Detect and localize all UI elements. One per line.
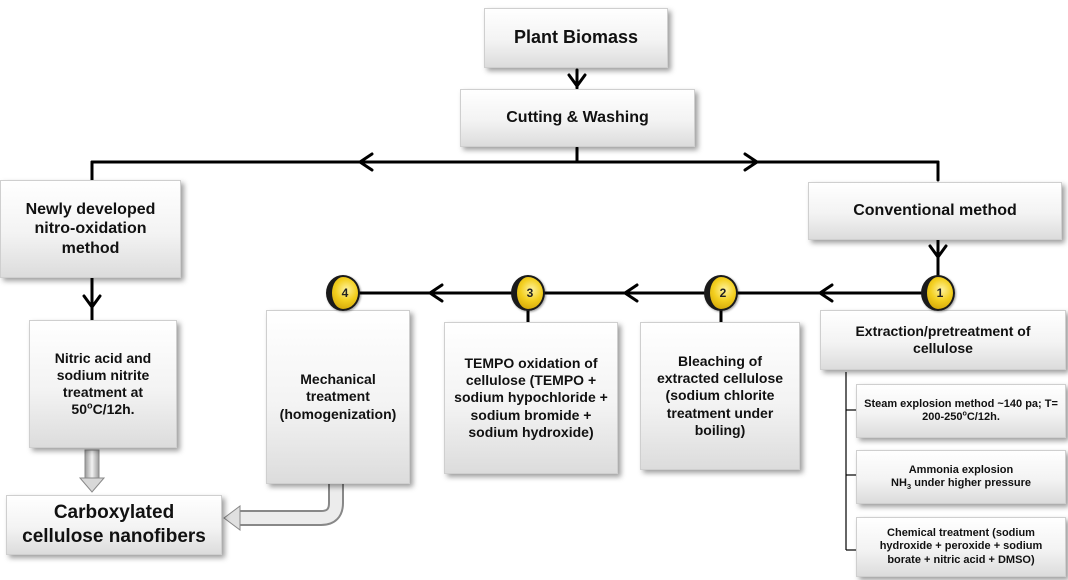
pipe-arrow-nitric-carboxylated xyxy=(78,449,106,493)
step-number: 2 xyxy=(719,286,727,300)
arrowhead-left xyxy=(358,152,374,172)
node-label: Conventional method xyxy=(853,202,1017,220)
node-nitric-acid-treatment: Nitric acid and sodium nitrite treatment… xyxy=(29,320,177,448)
node-label: TEMPO oxidation of cellulose (TEMPO + so… xyxy=(454,355,608,440)
node-plant-biomass: Plant Biomass xyxy=(484,8,668,68)
node-tempo-oxidation: TEMPO oxidation of cellulose (TEMPO + so… xyxy=(444,322,618,474)
arrowhead-right xyxy=(743,152,759,172)
node-label: Extraction/pretreatment of cellulose xyxy=(855,322,1031,356)
node-nitro-oxidation: Newly developed nitro-oxidation method xyxy=(0,180,181,278)
node-label: Steam explosion method ~140 pa; T= 200-2… xyxy=(864,397,1058,423)
node-label: Newly developed nitro-oxidation method xyxy=(25,200,156,257)
node-carboxylated-nanofibers: Carboxylated cellulose nanofibers xyxy=(6,495,222,555)
step-badge-4: 4 xyxy=(326,275,360,311)
node-label: Nitric acid and sodium nitrite treatment… xyxy=(54,349,152,418)
step-badge-3: 3 xyxy=(511,275,545,311)
node-chemical-treatment: Chemical treatment (sodium hydroxide + p… xyxy=(856,517,1066,577)
node-mechanical-treatment: Mechanical treatment (homogenization) xyxy=(266,310,410,484)
node-bleaching: Bleaching of extracted cellulose (sodium… xyxy=(640,322,800,470)
node-label: Bleaching of extracted cellulose (sodium… xyxy=(656,353,784,438)
arrowhead-left xyxy=(818,283,834,303)
step-number: 1 xyxy=(936,286,944,300)
node-extraction-pretreatment: Extraction/pretreatment of cellulose xyxy=(820,310,1066,370)
pipe-arrow-mechanical-carboxylated xyxy=(223,484,344,531)
arrowhead-down xyxy=(567,73,587,88)
node-label: Plant Biomass xyxy=(513,27,639,48)
node-label: Mechanical treatment (homogenization) xyxy=(279,371,397,422)
step-number: 4 xyxy=(341,286,349,300)
arrowhead-left xyxy=(623,283,639,303)
step-number: 3 xyxy=(526,286,534,300)
arrowhead-down xyxy=(928,244,948,259)
step-badge-1: 1 xyxy=(921,275,955,311)
node-cutting-washing: Cutting & Washing xyxy=(460,89,695,147)
arrowhead-left xyxy=(428,283,444,303)
node-steam-explosion: Steam explosion method ~140 pa; T= 200-2… xyxy=(856,384,1066,438)
arrowhead-down xyxy=(82,294,102,309)
step-badge-2: 2 xyxy=(704,275,738,311)
node-label: Chemical treatment (sodium hydroxide + p… xyxy=(879,526,1043,566)
node-label: Cutting & Washing xyxy=(506,109,649,127)
node-label: Carboxylated cellulose nanofibers xyxy=(22,502,206,547)
node-conventional-method: Conventional method xyxy=(808,182,1062,240)
